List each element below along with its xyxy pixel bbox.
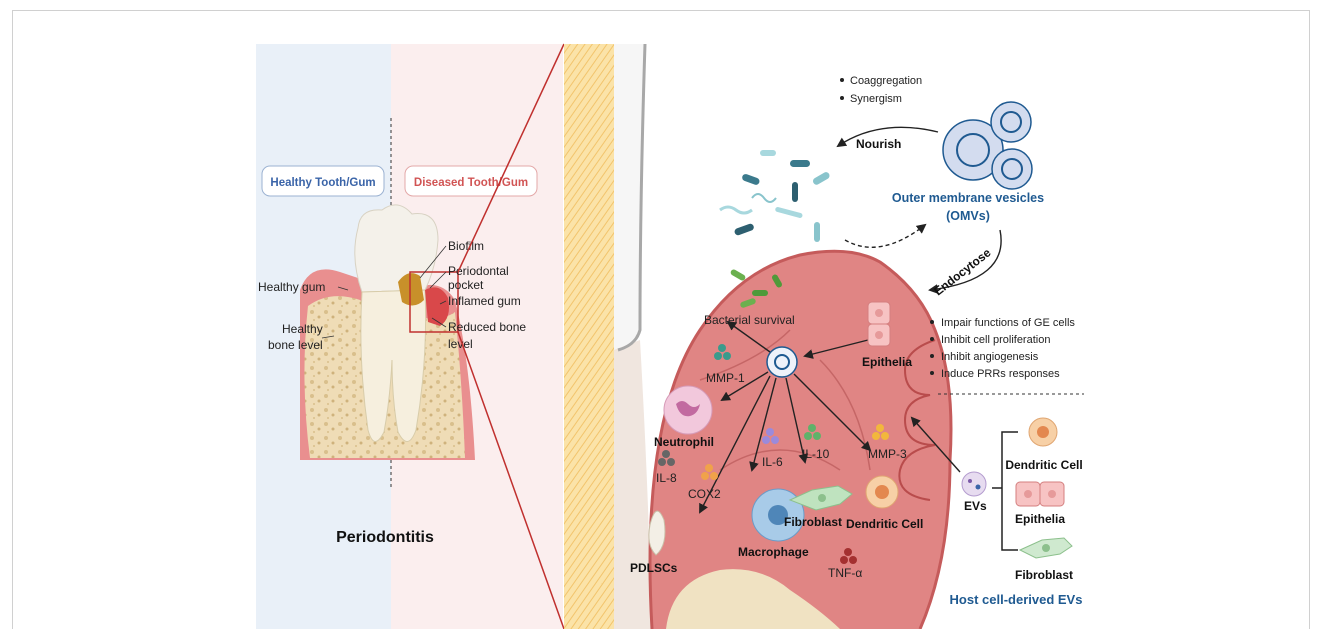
tooth-crown	[355, 205, 438, 292]
root-surface	[614, 340, 652, 629]
ev-epithelia-label: Epithelia	[1015, 512, 1065, 526]
macrophage-label: Macrophage	[738, 545, 809, 559]
bacteria-cluster	[720, 150, 831, 242]
dendritic-label: Dendritic Cell	[846, 517, 923, 531]
bullet-coaggregation: Coaggregation	[850, 75, 922, 87]
il8-label: IL-8	[656, 471, 677, 485]
bullet-dot	[930, 320, 934, 324]
omv-title-2: (OMVs)	[946, 209, 990, 223]
effect-bullet-2: Inhibit cell proliferation	[941, 334, 1050, 346]
dendritic-cell	[866, 476, 898, 508]
right-panel: Coaggregation Synergism Nourish Outer me…	[564, 44, 1084, 629]
inflamed-gum-label: Inflamed gum	[448, 294, 521, 308]
nourish-label: Nourish	[856, 137, 901, 151]
reduced-bone-label-1: Reduced bone	[448, 320, 526, 334]
bullet-dot	[930, 371, 934, 375]
effect-bullet-4: Induce PRRs responses	[941, 368, 1060, 380]
omv-title-1: Outer membrane vesicles	[892, 191, 1044, 205]
epithelia-cell	[868, 302, 890, 346]
healthy-gum-label: Healthy gum	[258, 280, 325, 294]
ev-fibroblast-icon	[1020, 538, 1072, 558]
bullet-dot	[840, 78, 844, 82]
left-panel: Healthy Tooth/Gum Diseased Tooth/Gum Hea…	[256, 44, 564, 629]
evs-label: EVs	[964, 499, 987, 513]
neutrophil-cell	[664, 386, 712, 434]
bullet-dot	[840, 96, 844, 100]
evs-bracket	[992, 432, 1018, 550]
host-evs-title: Host cell-derived EVs	[950, 592, 1083, 607]
effect-bullet-1: Impair functions of GE cells	[941, 317, 1075, 329]
il6-label: IL-6	[762, 455, 783, 469]
ev-dendritic-label: Dendritic Cell	[1005, 458, 1082, 472]
epithelia-label: Epithelia	[862, 355, 912, 369]
bullet-synergism: Synergism	[850, 93, 902, 105]
ev-dendritic-icon	[1029, 418, 1057, 446]
periodontitis-title: Periodontitis	[336, 529, 434, 546]
healthy-bone-label-1: Healthy	[282, 322, 323, 336]
bullet-dot	[930, 337, 934, 341]
central-omv	[767, 347, 797, 377]
fibroblast-label: Fibroblast	[784, 515, 842, 529]
bacterial-survival-label: Bacterial survival	[704, 313, 795, 327]
mmp1-label: MMP-1	[706, 371, 745, 385]
healthy-bone-label-2: bone level	[268, 338, 323, 352]
biofilm-label: Biofilm	[448, 239, 484, 253]
bullet-dot	[930, 354, 934, 358]
cox2-label: COX2	[688, 487, 721, 501]
evs-icon	[962, 472, 986, 496]
diseased-badge-label: Diseased Tooth/Gum	[414, 177, 528, 189]
pocket-label-2: pocket	[448, 278, 484, 292]
tnfa-label: TNF-α	[828, 566, 862, 580]
mmp3-label: MMP-3	[868, 447, 907, 461]
ev-epithelia-icon	[1016, 482, 1064, 506]
ev-fibroblast-label: Fibroblast	[1015, 568, 1073, 582]
dashed-arrow	[845, 225, 925, 247]
dentin-strip	[564, 44, 614, 629]
il10-label: IL-10	[802, 447, 830, 461]
omv-vesicles	[943, 102, 1032, 189]
healthy-badge-label: Healthy Tooth/Gum	[270, 177, 375, 189]
neutrophil-label: Neutrophil	[654, 435, 714, 449]
effect-bullet-3: Inhibit angiogenesis	[941, 351, 1039, 363]
pdlscs-label: PDLSCs	[630, 561, 678, 575]
pocket-label-1: Periodontal	[448, 264, 509, 278]
